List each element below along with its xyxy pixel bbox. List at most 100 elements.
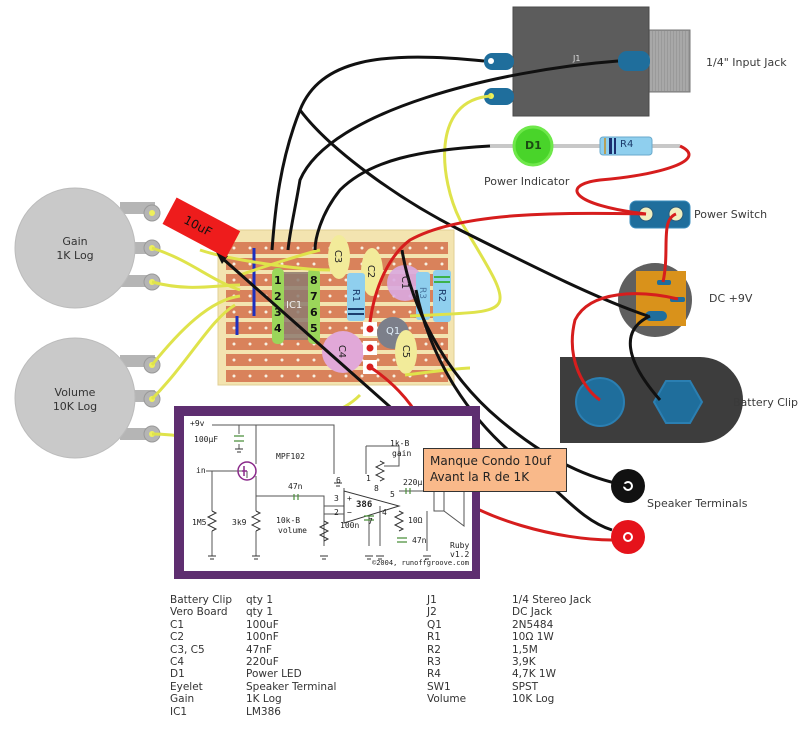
board-hole — [264, 326, 268, 330]
board-hole — [360, 326, 364, 330]
bom-part: R4 — [427, 668, 441, 681]
board-hole — [248, 246, 252, 250]
r3-label: R3 — [416, 287, 427, 299]
sch-pin4: 4 — [382, 508, 387, 517]
bom-part: R1 — [427, 631, 441, 644]
board-hole — [248, 342, 252, 346]
c2-capacitor — [361, 248, 383, 296]
board-hole — [392, 310, 396, 314]
board-hole — [408, 310, 412, 314]
bom-row: D1 Power LED — [170, 668, 336, 680]
board-hole — [296, 374, 300, 378]
r2-label: R2 — [436, 288, 448, 303]
led-label: D1 — [525, 139, 542, 152]
bom-row: Volume 10K Log — [427, 693, 591, 705]
board-hole — [232, 310, 236, 314]
sch-pin3: 3 — [334, 494, 339, 503]
board-hole — [376, 342, 380, 346]
board-hole — [440, 246, 444, 250]
speaker-terminals-label: Speaker Terminals — [647, 497, 748, 510]
c3-label: C3 — [332, 249, 344, 264]
board-hole — [408, 326, 412, 330]
bom-value: SPST — [512, 680, 539, 693]
board-hole — [248, 294, 252, 298]
sch-c-out: 220µF — [403, 478, 428, 487]
power-switch-label: Power Switch — [694, 208, 768, 221]
note-line-2: Avant la R de 1K — [430, 470, 530, 484]
board-hole — [232, 278, 236, 282]
board-hole — [392, 374, 396, 378]
board-hole — [328, 278, 332, 282]
bom-value: 1K Log — [246, 693, 282, 706]
board-hole — [392, 246, 396, 250]
sch-minus: − — [347, 508, 352, 517]
ic-pin-2: 2 — [274, 290, 282, 303]
bom-part: IC1 — [170, 705, 188, 718]
sch-vol-pot: 10k-B — [276, 516, 301, 525]
volume-pot-label: Volume 10K Log — [30, 386, 120, 414]
note-line-1: Manque Condo 10uf — [430, 454, 551, 468]
board-hole — [232, 358, 236, 362]
board-hole — [328, 326, 332, 330]
power-led — [512, 125, 554, 167]
board-hole — [424, 342, 428, 346]
bom-part: Battery Clip — [170, 594, 233, 606]
bom-value: Power LED — [246, 668, 302, 681]
added-10uf-capacitor — [162, 197, 241, 258]
sch-c-47n-bot: 47n — [412, 536, 427, 545]
sch-plus: + — [347, 494, 352, 503]
sch-c-100n: 100n — [340, 521, 360, 530]
bom-value: 10K Log — [512, 693, 555, 706]
c2-label: C2 — [365, 264, 377, 279]
board-hole — [232, 374, 236, 378]
board-hole — [440, 326, 444, 330]
bom-part: C2 — [170, 631, 185, 644]
board-hole — [232, 326, 236, 330]
board-hole — [264, 374, 268, 378]
board-hole — [296, 342, 300, 346]
sch-pin6: 6 — [336, 476, 341, 485]
ic1 — [272, 268, 320, 344]
board-hole — [376, 374, 380, 378]
bom-value: 100nF — [246, 631, 279, 644]
board-hole — [264, 310, 268, 314]
ic-pin-6: 6 — [310, 306, 318, 319]
board-hole — [328, 374, 332, 378]
sch-c-supply: 100µF — [194, 435, 219, 444]
bom-part: D1 — [170, 668, 185, 681]
bom-value: 100uF — [246, 618, 279, 631]
board-hole — [392, 262, 396, 266]
sch-vol-pot-sub: volume — [278, 526, 307, 535]
sch-input: in — [196, 466, 206, 475]
bom-value: 1/4 Stereo Jack — [512, 594, 592, 606]
bom-part: Volume — [427, 693, 467, 706]
ic-pin-5: 5 — [310, 322, 318, 335]
r1-label: R1 — [350, 288, 362, 303]
input-jack-label: 1/4" Input Jack — [706, 56, 787, 69]
board-hole — [296, 246, 300, 250]
board-hole — [280, 246, 284, 250]
board-hole — [360, 374, 364, 378]
gain-pot-label: Gain 1K Log — [30, 235, 120, 263]
board-hole — [248, 374, 252, 378]
bom-part: Gain — [170, 693, 195, 706]
bom-part: Vero Board — [170, 606, 228, 619]
c1-label: C1 — [399, 275, 411, 290]
board-hole — [264, 342, 268, 346]
board-hole — [440, 262, 444, 266]
sch-r-1m5: 1M5 — [192, 518, 207, 527]
ic-pin-4: 4 — [274, 322, 282, 335]
bom-value: DC Jack — [512, 606, 553, 619]
board-hole — [232, 246, 236, 250]
board-hole — [408, 262, 412, 266]
board-hole — [440, 342, 444, 346]
